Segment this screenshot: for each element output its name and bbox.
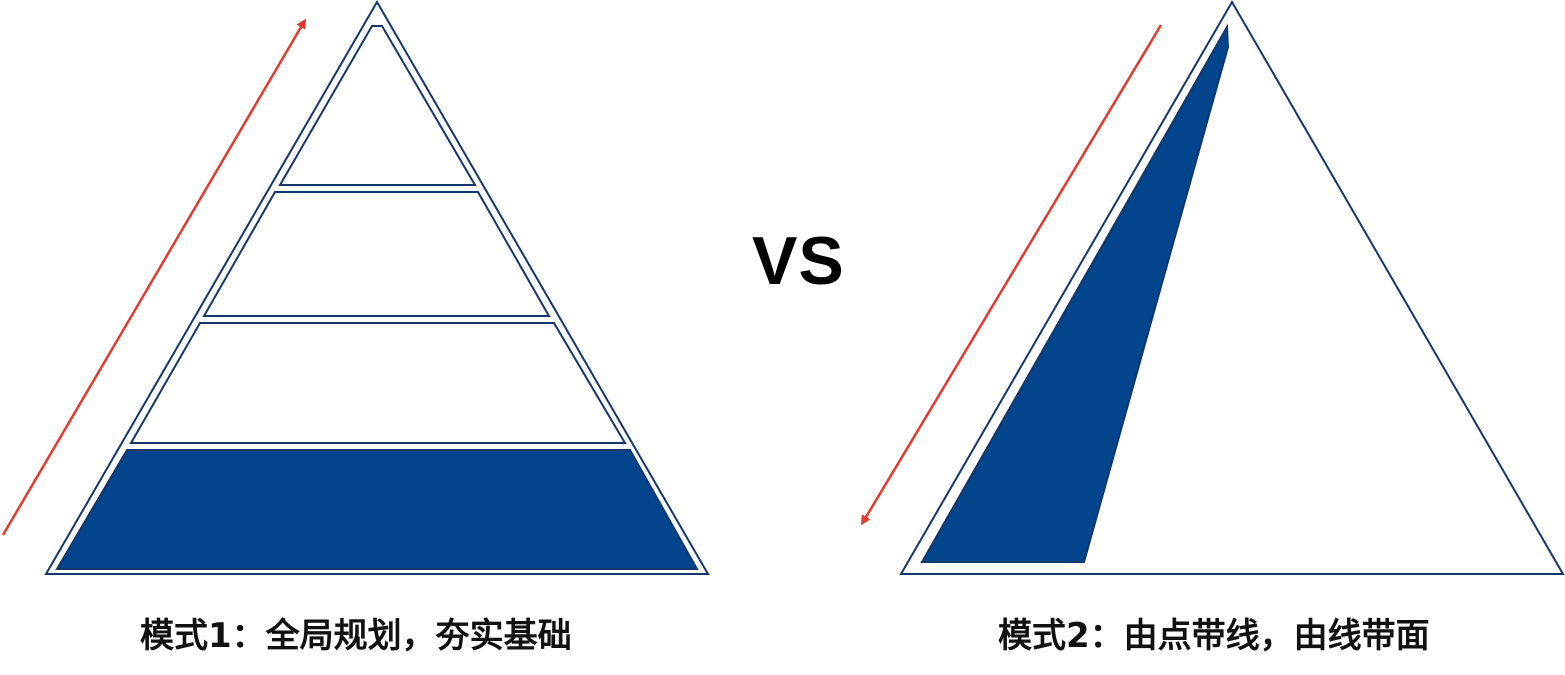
triangle-mode2 bbox=[899, 0, 1565, 575]
pyramid-mode1-layer-second bbox=[202, 191, 551, 317]
triangle-mode2-filled-sliver bbox=[920, 23, 1230, 563]
pyramid-mode1-layer-bottom-filled bbox=[55, 449, 699, 570]
caption-mode1: 模式1：全局规划，夯实基础 bbox=[140, 616, 572, 656]
arrow-up-mode1 bbox=[1, 18, 307, 536]
caption-mode2: 模式2：由点带线，由线带面 bbox=[998, 616, 1430, 656]
pyramid-mode1-layer-third bbox=[129, 322, 627, 444]
pyramid-mode1-layer-top bbox=[278, 25, 477, 186]
vs-label: VS bbox=[752, 223, 845, 299]
arrow-down-mode2 bbox=[860, 24, 1163, 526]
pyramid-mode1 bbox=[44, 0, 710, 575]
